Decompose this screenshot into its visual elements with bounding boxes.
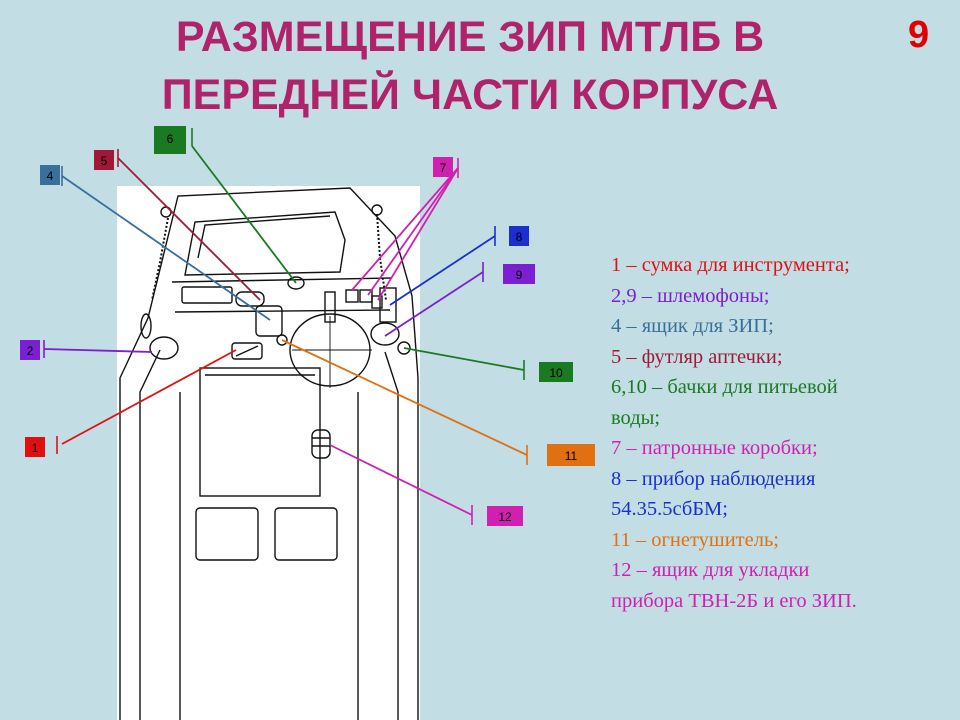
legend-line: 11 – огнетушитель;	[611, 528, 779, 551]
leader-line-8	[389, 235, 496, 306]
diagram-background	[117, 186, 420, 720]
legend-line: прибора ТВН-2Б и его ЗИП.	[611, 589, 857, 612]
callout-9: 9	[503, 264, 535, 284]
callout-label-8: 8	[516, 230, 523, 244]
callout-2: 2	[20, 340, 40, 360]
callout-label-10: 10	[549, 366, 563, 380]
leader-lines	[43, 145, 528, 516]
slide-title: РАЗМЕЩЕНИЕ ЗИП МТЛБ В ПЕРЕДНЕЙ ЧАСТИ КОР…	[60, 8, 880, 124]
legend-line: 12 – ящик для укладки	[611, 559, 810, 581]
legend-line: 7 – патронные коробки;	[611, 437, 818, 459]
callout-label-7: 7	[440, 161, 447, 175]
callout-1: 1	[25, 437, 45, 457]
leader-line-10	[403, 347, 525, 371]
callout-7: 7	[433, 157, 453, 177]
leader-line-7a	[351, 167, 459, 291]
leader-line-2	[43, 348, 153, 353]
legend-line: 2,9 – шлемофоны;	[611, 284, 770, 307]
callout-11: 11	[547, 444, 595, 466]
leader-line-5	[117, 157, 261, 301]
title-line-1: РАЗМЕЩЕНИЕ ЗИП МТЛБ В	[175, 13, 765, 61]
callout-label-5: 5	[101, 154, 108, 168]
callout-label-4: 4	[47, 169, 54, 183]
leader-line-11	[281, 339, 528, 456]
callout-12: 12	[487, 506, 523, 526]
leader-line-7b	[367, 167, 459, 296]
callout-label-9: 9	[516, 268, 523, 282]
callout-6: 6	[154, 126, 186, 154]
callout-10: 10	[539, 362, 573, 382]
callout-label-6: 6	[167, 132, 174, 146]
callout-label-11: 11	[565, 449, 578, 463]
legend-line: 5 – футляр аптечки;	[611, 345, 783, 368]
callout-label-2: 2	[27, 344, 34, 358]
legend-line: 1 – сумка для инструмента;	[611, 254, 850, 276]
legend-line: 54.35.5сбБМ;	[611, 498, 728, 520]
callout-8: 8	[509, 226, 529, 246]
leader-line-6	[191, 145, 297, 284]
leader-line-9	[384, 271, 484, 337]
slide-number: 9	[908, 14, 930, 56]
hull-drawing	[119, 187, 419, 720]
callout-5: 5	[94, 150, 114, 170]
callout-label-1: 1	[32, 441, 39, 455]
legend-line: воды;	[611, 406, 661, 429]
callout-ticks	[43, 128, 528, 525]
title-line-2: ПЕРЕДНЕЙ ЧАСТИ КОРПУСА	[161, 71, 779, 119]
legend: 1 – сумка для инструмента; 2,9 – шлемофо…	[611, 250, 951, 616]
leader-line-12	[329, 444, 473, 516]
leader-line-4	[61, 175, 271, 321]
legend-line: 4 – ящик для ЗИП;	[611, 315, 774, 337]
callout-4: 4	[40, 165, 60, 185]
leader-line-1	[61, 349, 237, 445]
callout-label-12: 12	[498, 510, 512, 524]
leader-line-7c	[377, 167, 459, 301]
legend-line: 8 – прибор наблюдения	[611, 467, 816, 490]
legend-line: 6,10 – бачки для питьевой	[611, 376, 838, 398]
